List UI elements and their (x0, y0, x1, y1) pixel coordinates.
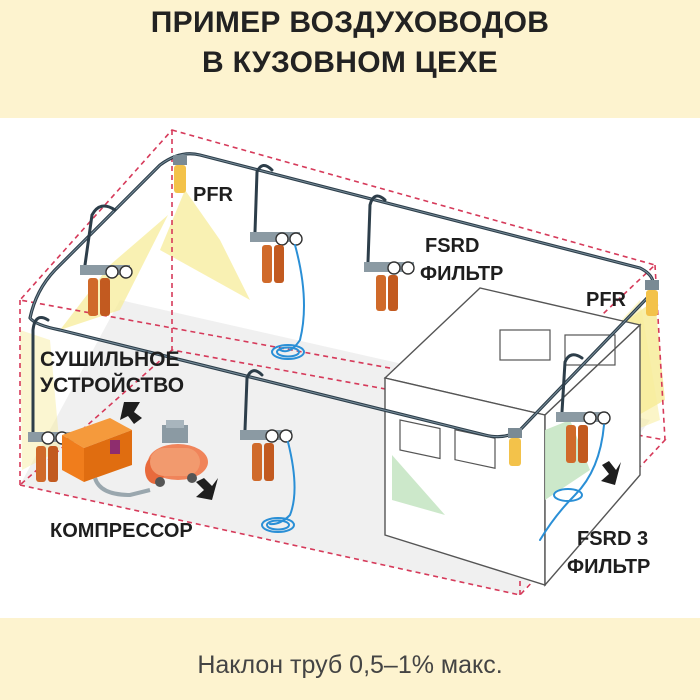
footer-band (0, 618, 700, 700)
pipe-slope-note: Наклон труб 0,5–1% макс. (197, 651, 503, 679)
drop-lines (31, 164, 584, 434)
diagram-title-line-2: В КУЗОВНОМ ЦЕХЕ (202, 46, 498, 79)
label-fsrd-line-1: FSRD (425, 235, 479, 257)
filter-unit-3 (364, 261, 415, 311)
label-pfr-right: PFR (586, 289, 627, 311)
pointer-arrows (120, 402, 621, 500)
pfr-unit-left (173, 155, 187, 193)
label-dryer-line-2: УСТРОЙСТВО (40, 373, 184, 397)
diagram-title-line-1: ПРИМЕР ВОЗДУХОВОДОВ (150, 6, 550, 39)
main-air-pipe-highlight (29, 153, 654, 438)
air-hoses (261, 244, 605, 541)
header-band (0, 0, 700, 118)
label-compressor: КОМПРЕССОР (50, 520, 193, 542)
filter-unit-5 (240, 429, 293, 481)
light-cone-center (160, 190, 250, 300)
filter-unit-2 (250, 232, 303, 283)
label-dryer-line-1: СУШИЛЬНОЕ (40, 348, 179, 371)
pfr-unit-booth (508, 428, 522, 466)
label-fsrd-line-2: ФИЛЬТР (420, 263, 503, 285)
pfr-unit-right (645, 280, 659, 316)
filter-unit-6 (556, 411, 611, 463)
dryer-compressor-pipe (93, 477, 151, 498)
label-fsrd3-line-2: ФИЛЬТР (567, 556, 650, 578)
label-fsrd3-line-1: FSRD 3 (577, 528, 648, 550)
dryer-unit (62, 418, 132, 482)
filter-unit-1 (80, 265, 133, 316)
paint-booth (383, 287, 642, 587)
label-pfr-left: PFR (193, 184, 234, 206)
compressor-unit (145, 420, 208, 487)
